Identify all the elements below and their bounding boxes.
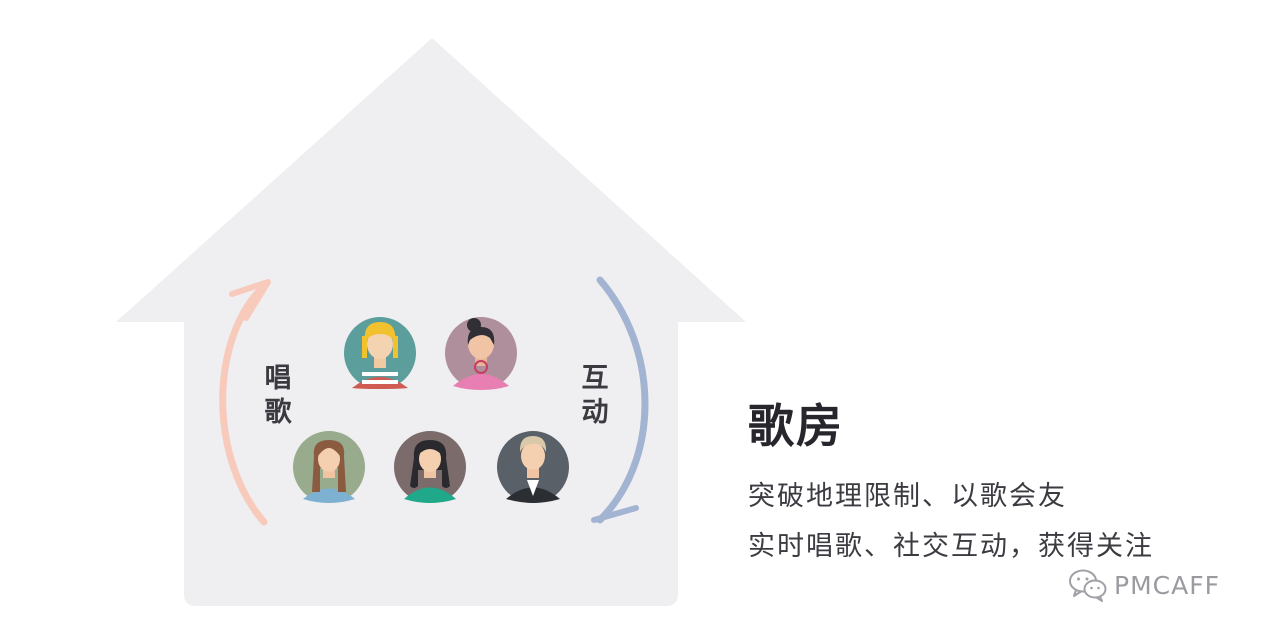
wechat-icon: [1069, 569, 1107, 602]
avatar-brown-hair-girl-icon: [293, 431, 365, 503]
avatar-man-suit-icon: [497, 431, 569, 503]
avatar-blonde-girl-icon: [344, 317, 416, 389]
feature-title: 歌房: [748, 399, 844, 453]
avatar-bun-woman-icon: [445, 317, 517, 390]
watermark-text: PMCAFF: [1114, 570, 1220, 600]
feature-description-line-2: 实时唱歌、社交互动，获得关注: [748, 531, 1154, 562]
singing-label: 唱 歌: [261, 362, 295, 430]
interaction-label-char-1: 互: [581, 363, 609, 394]
feature-description-line-1: 突破地理限制、以歌会友: [748, 481, 1067, 512]
house-icon: [116, 38, 746, 606]
interaction-label: 互 动: [578, 362, 612, 430]
watermark: PMCAFF: [1068, 568, 1220, 602]
right-arrow: [591, 276, 649, 524]
singing-label-char-2: 歌: [264, 397, 292, 428]
interaction-label-char-2: 动: [581, 397, 609, 428]
singing-label-char-1: 唱: [264, 363, 292, 394]
avatar-black-hair-girl-icon: [394, 431, 466, 503]
left-arrow: [219, 279, 271, 526]
